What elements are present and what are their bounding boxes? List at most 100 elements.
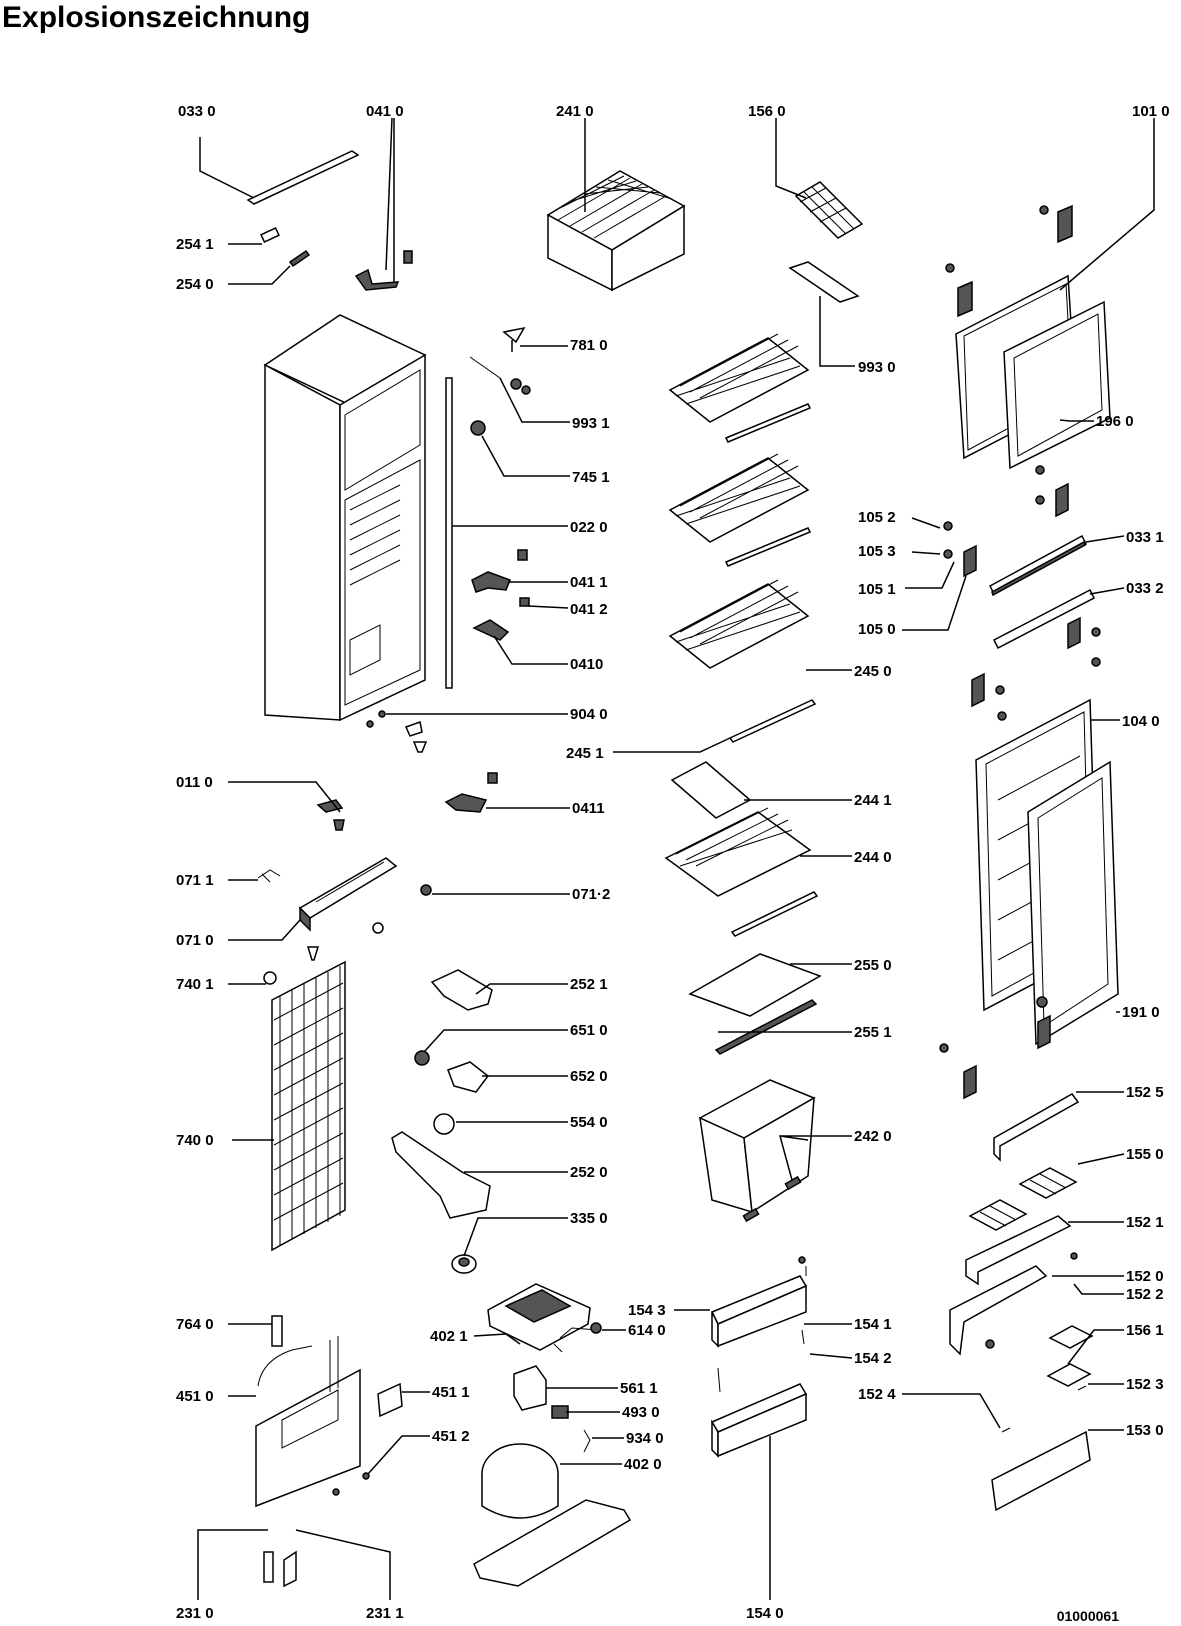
part-butter-box	[1048, 1325, 1094, 1349]
part-light-housing	[298, 857, 398, 932]
part-knob	[502, 326, 526, 352]
part-label: 104 0	[1122, 713, 1160, 730]
part-wire-shelf-lower	[668, 579, 817, 743]
part-glass-shelf	[688, 953, 822, 1017]
part-label: 153 0	[1126, 1422, 1164, 1439]
part-label: 252 1	[570, 976, 608, 993]
part-label: 105 2	[858, 509, 896, 526]
parts-artwork	[246, 150, 1119, 1588]
part-label: 152 0	[1126, 1268, 1164, 1285]
part-label: 156 1	[1126, 1322, 1164, 1339]
part-label: 156 0	[748, 103, 786, 120]
part-label: 652 0	[570, 1068, 608, 1085]
part-butter-lid	[1046, 1363, 1092, 1387]
part-label: 152 4	[858, 1386, 896, 1403]
part-bracket-231-0	[263, 1551, 274, 1583]
part-label: 244 1	[854, 792, 892, 809]
part-label: 105 3	[858, 543, 896, 560]
part-door-rack-upper	[710, 1275, 808, 1348]
part-capacitor	[551, 1405, 569, 1419]
part-label: 154 0	[746, 1605, 784, 1622]
part-wire-shelf-top	[668, 333, 812, 443]
part-label: 614 0	[628, 1322, 666, 1339]
part-crisper-drawer	[698, 1079, 816, 1214]
part-label: 105 1	[858, 581, 896, 598]
part-hinge-cover	[403, 250, 413, 264]
part-label: 0411	[572, 800, 605, 817]
part-label: 335 0	[570, 1210, 608, 1227]
part-label: 033 2	[1126, 580, 1164, 597]
part-label: 152 3	[1126, 1376, 1164, 1393]
part-label: 561 1	[620, 1380, 658, 1397]
part-label: 781 0	[570, 337, 608, 354]
part-lamp	[420, 884, 432, 896]
part-condenser	[271, 960, 346, 1252]
part-label: 745 1	[572, 469, 610, 486]
part-egg-tray-2	[968, 1199, 1028, 1231]
part-label: 154 3	[628, 1302, 666, 1319]
part-label: 011 0	[176, 774, 213, 791]
part-label: 244 0	[854, 849, 892, 866]
part-wire	[583, 1429, 591, 1453]
part-small-clip	[260, 226, 280, 244]
document-number: 01000061	[1056, 1608, 1119, 1624]
part-pipe	[257, 1345, 313, 1387]
part-label: 252 0	[570, 1164, 608, 1181]
part-label: 740 1	[176, 976, 214, 993]
part-wire-basket	[546, 170, 686, 292]
part-clip-small	[263, 971, 277, 985]
part-label: 254 0	[176, 276, 214, 293]
part-label: 993 1	[572, 415, 610, 432]
part-label: 101 0	[1132, 103, 1170, 120]
part-middle-hinge	[471, 571, 511, 593]
part-shelf-with-frame	[664, 807, 819, 937]
part-thermostat-knob	[470, 420, 486, 436]
part-label: 196 0	[1096, 413, 1134, 430]
part-filter-dryer	[271, 1315, 283, 1347]
part-door-trim	[992, 588, 1096, 650]
part-wire-shelf-middle	[668, 453, 812, 567]
part-base-plate	[473, 1499, 632, 1587]
part-label: 402 1	[430, 1328, 468, 1345]
part-glass-edge	[714, 999, 818, 1055]
part-label: 022 0	[570, 519, 608, 536]
part-ice-tray	[794, 181, 864, 239]
part-fridge-gasket	[1027, 760, 1119, 1046]
part-label: 071 1	[176, 872, 214, 889]
part-pin-rod	[469, 356, 501, 379]
part-label: 245 1	[566, 745, 604, 762]
part-label: 154 1	[854, 1316, 892, 1333]
part-coil	[433, 1113, 455, 1135]
part-label: 231 1	[366, 1605, 404, 1622]
part-label: 152 2	[1126, 1286, 1164, 1303]
part-bracket-231-1	[283, 1550, 297, 1588]
part-relay	[414, 1050, 430, 1066]
part-wire-loop	[553, 1327, 599, 1353]
part-label: 242 0	[854, 1128, 892, 1145]
part-label: 152 5	[1126, 1084, 1164, 1101]
part-label: 255 0	[854, 957, 892, 974]
part-plug	[378, 710, 386, 718]
part-door-bin-1521	[965, 1215, 1072, 1286]
part-panel-451-1	[377, 1382, 403, 1418]
part-label: 241 0	[556, 103, 594, 120]
part-labels: 033 0 041 0 241 0 156 0 101 0 254 1 254 …	[176, 103, 1170, 1622]
part-label: 105 0	[858, 621, 896, 638]
part-door-shelf-small	[993, 1093, 1080, 1162]
part-compressor	[481, 1443, 559, 1519]
part-label: 451 0	[176, 1388, 214, 1405]
part-cover-strip	[788, 261, 860, 303]
part-small-rack	[670, 761, 752, 819]
part-label: 255 1	[854, 1024, 892, 1041]
part-top-hinge	[354, 268, 400, 291]
part-clip	[257, 869, 281, 883]
part-label: 993 0	[858, 359, 896, 376]
part-small-pin	[288, 249, 311, 268]
part-label: 245 0	[854, 663, 892, 680]
part-label: 033 1	[1126, 529, 1164, 546]
part-label: 764 0	[176, 1316, 214, 1333]
part-label: 402 0	[624, 1456, 662, 1473]
part-control-box	[391, 1131, 491, 1219]
part-label: 191 0	[1122, 1004, 1160, 1021]
part-long-gasket	[445, 377, 453, 689]
